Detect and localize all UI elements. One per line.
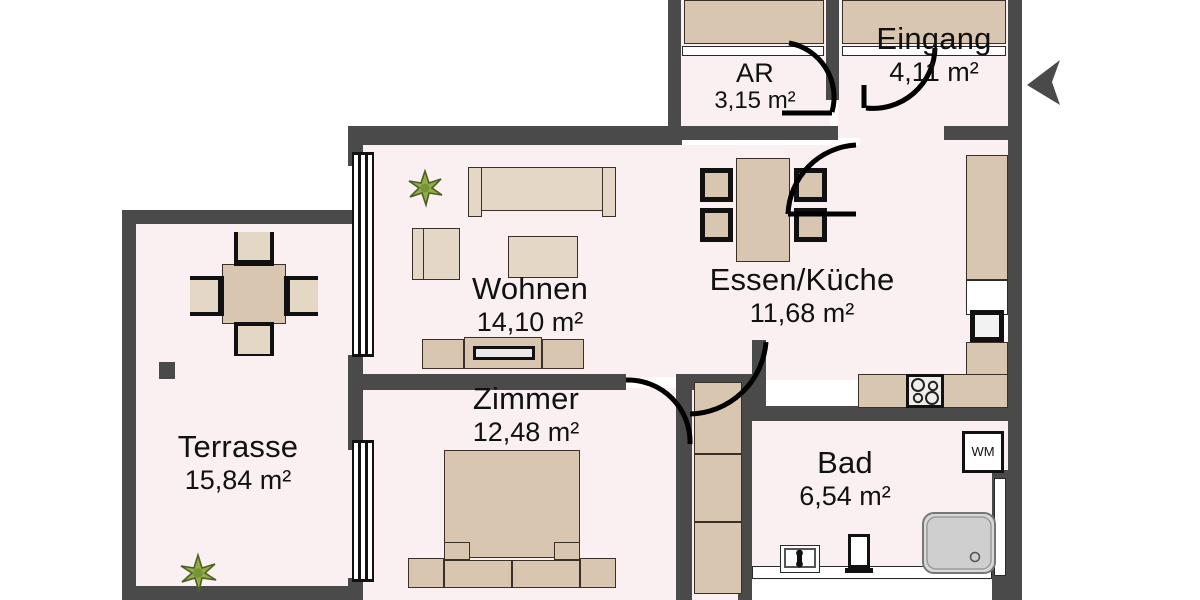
wall-right-outer [1008, 126, 1022, 600]
room-area-ar: 3,15 m² [714, 87, 796, 115]
bed-bench-right [512, 560, 580, 588]
bed-double [444, 450, 580, 558]
window-bad-right[interactable] [994, 478, 1006, 576]
dining-chair-sw-seat [705, 213, 728, 237]
patio-chair-north-seat [238, 232, 270, 260]
bed-pillow-right [554, 542, 580, 560]
wardrobe-mid [694, 454, 742, 522]
wardrobe-top [694, 382, 742, 454]
tv-screen [476, 349, 532, 357]
room-area-essen-kueche: 11,68 m² [749, 297, 855, 328]
room-area-terrasse: 15,84 m² [184, 464, 292, 495]
room-name-essen-kueche: Essen/Küche [709, 262, 895, 297]
terrace-marker-square-2 [205, 588, 222, 596]
wall-zimmer-hall [676, 374, 692, 600]
room-name-eingang: Eingang [876, 21, 992, 56]
room-area-zimmer: 12,48 m² [472, 416, 580, 447]
room-name-ar: AR [736, 58, 774, 88]
kitchen-counter-bottom-right [940, 374, 1008, 408]
dining-chair-ne-seat [799, 173, 822, 197]
bathroom-sink [780, 545, 820, 573]
window-ar-top[interactable] [682, 46, 824, 56]
sofa [468, 167, 616, 211]
terrace-marker-square [159, 362, 175, 379]
wall-eingang-bottom [944, 126, 1022, 140]
room-area-bad: 6,54 m² [799, 480, 891, 511]
room-label-essen-kueche: Essen/Küche 11,68 m² [680, 262, 924, 328]
dining-table [736, 158, 790, 262]
wall-eingang-right [1008, 0, 1022, 138]
wall-terrasse-bottom [122, 586, 362, 600]
bed-pillow-left [444, 542, 470, 560]
room-label-terrasse: Terrasse 15,84 m² [118, 429, 358, 495]
wall-terrasse-left [122, 210, 136, 600]
room-label-bad: Bad 6,54 m² [760, 445, 930, 511]
kitchen-counter-bottom-left [858, 374, 910, 408]
sofa-arm-left [468, 167, 482, 217]
washing-machine [962, 431, 1004, 473]
bed-bench-left [444, 560, 512, 588]
sofa-arm-right [602, 167, 616, 217]
room-name-wohnen: Wohnen [471, 271, 589, 306]
room-name-bad: Bad [817, 445, 873, 480]
dining-chair-se-seat [799, 213, 822, 237]
room-area-eingang: 4,11 m² [889, 56, 979, 87]
nightstand-right [580, 558, 616, 588]
tv-unit-right [542, 339, 584, 369]
stove-4-burner-frame [906, 374, 944, 408]
patio-table [222, 264, 286, 324]
wall-ar-left [668, 0, 681, 138]
room-name-zimmer: Zimmer [472, 381, 580, 416]
wall-essen-left-low [752, 340, 766, 406]
kitchen-counter-upper [966, 155, 1008, 280]
nightstand-left [408, 558, 444, 588]
tv-unit-left [422, 339, 464, 369]
sliding-door-zimmer[interactable] [352, 440, 374, 582]
wall-essen-bad [752, 406, 1008, 421]
wall-top-ar-bottom [668, 126, 838, 140]
dining-chair-nw-seat [705, 173, 728, 197]
closet-eingang [842, 0, 1006, 44]
wall-wohnen-top [348, 126, 682, 145]
armchair-back [412, 228, 424, 280]
closet-ar [684, 0, 824, 44]
room-label-ar: AR 3,15 m² [674, 58, 836, 115]
washing-machine-label: WM [971, 444, 995, 459]
patio-chair-south-seat [238, 326, 270, 354]
sliding-door-wohnen[interactable] [352, 152, 374, 357]
kitchen-appliance-inner [975, 315, 999, 337]
patio-chair-east-seat [290, 280, 318, 312]
wall-west-mid [348, 355, 363, 450]
room-area-wohnen: 14,10 m² [476, 306, 584, 337]
wall-wohnen-zimmer [362, 374, 626, 390]
room-label-eingang: Eingang 4,11 m² [836, 21, 1032, 87]
wardrobe-bottom [694, 522, 742, 594]
room-label-zimmer: Zimmer 12,48 m² [406, 381, 646, 447]
room-label-wohnen: Wohnen 14,10 m² [410, 271, 650, 337]
patio-chair-west-seat [190, 280, 218, 312]
coffee-table [508, 236, 578, 278]
room-name-terrasse: Terrasse [177, 429, 299, 464]
wall-terrasse-top [122, 210, 362, 224]
